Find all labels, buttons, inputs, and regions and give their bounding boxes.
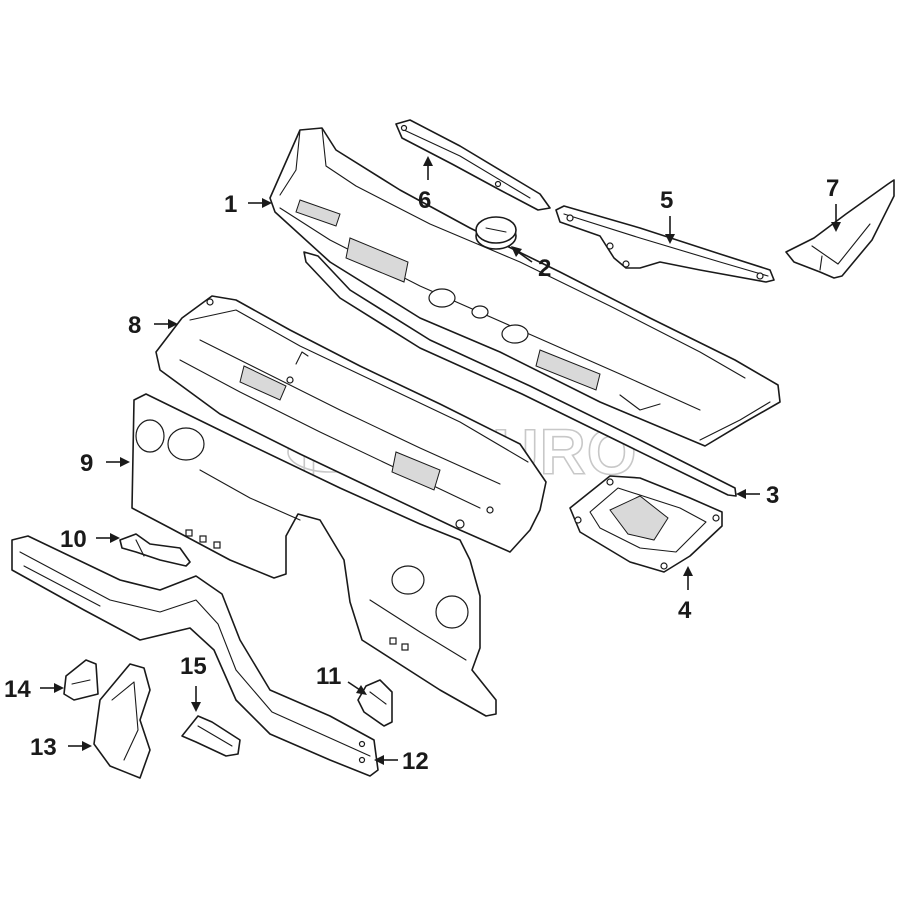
callout-11: 11 xyxy=(316,663,367,695)
callout-label-5: 5 xyxy=(660,187,673,214)
callout-15: 15 xyxy=(180,653,207,712)
callout-14: 14 xyxy=(4,676,64,703)
part-1-cowl-panel xyxy=(269,127,781,447)
callout-label-2: 2 xyxy=(538,255,551,282)
callout-label-3: 3 xyxy=(766,482,779,509)
part-2-cap xyxy=(475,216,517,250)
part-9-firewall xyxy=(131,393,497,717)
part-13-reinforcement xyxy=(93,663,151,779)
callout-1: 1 xyxy=(224,191,272,218)
callout-8: 8 xyxy=(128,312,178,339)
callout-6: 6 xyxy=(418,156,433,214)
callout-5: 5 xyxy=(660,187,675,244)
callout-4: 4 xyxy=(678,566,693,624)
callout-label-13: 13 xyxy=(30,734,57,761)
part-10-bracket xyxy=(119,533,191,567)
callout-label-4: 4 xyxy=(678,597,692,624)
callout-13: 13 xyxy=(30,734,92,761)
callout-10: 10 xyxy=(60,526,120,553)
part-3-seal-strip xyxy=(303,251,737,497)
part-15-bracket xyxy=(181,715,241,757)
callout-label-9: 9 xyxy=(80,450,93,477)
part-12-rail xyxy=(11,535,379,777)
callout-7: 7 xyxy=(826,175,841,232)
part-5-trim-bar xyxy=(555,205,775,283)
callout-label-6: 6 xyxy=(418,187,431,214)
callout-label-14: 14 xyxy=(4,676,31,703)
callout-label-1: 1 xyxy=(224,191,237,218)
callout-label-12: 12 xyxy=(402,748,429,775)
callout-label-7: 7 xyxy=(826,175,839,202)
part-6-upper-bracket xyxy=(395,119,551,211)
part-11-bracket xyxy=(357,679,393,727)
part-8-cowl-top xyxy=(155,295,547,553)
part-7-side-bracket xyxy=(785,179,895,279)
callout-label-10: 10 xyxy=(60,526,87,553)
callout-label-8: 8 xyxy=(128,312,141,339)
part-4-tray xyxy=(569,475,723,573)
callout-12: 12 xyxy=(374,748,429,775)
callout-9: 9 xyxy=(80,450,130,477)
part-14-clip xyxy=(63,659,99,701)
callout-label-15: 15 xyxy=(180,653,207,680)
callout-2: 2 xyxy=(511,246,551,282)
callout-label-11: 11 xyxy=(316,663,341,690)
callout-3: 3 xyxy=(736,482,779,509)
